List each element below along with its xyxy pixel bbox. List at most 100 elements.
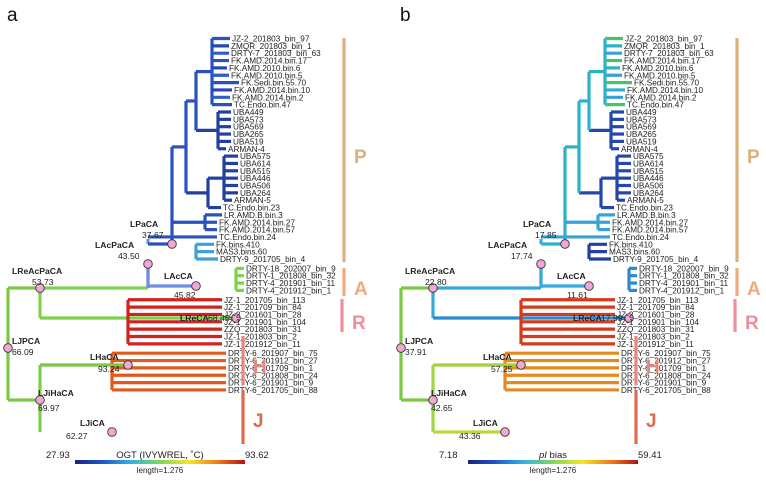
ancestor-node-value: 62.27 [66, 431, 88, 441]
leaf-label: FK.AMD.2010.bin.6 [229, 64, 301, 73]
ancestor-node-name: LPaCA [130, 219, 158, 229]
leaf-label: TC.Endo.bin.47 [234, 101, 291, 110]
leaf-label: JZ-1_201901_bin_104 [224, 318, 306, 327]
ancestor-node-value: 11.61 [567, 290, 588, 300]
leaf-label: UBA449 [626, 108, 657, 117]
ancestor-node-name: LReCA [573, 313, 602, 323]
leaf-label: DRTY-6_201907_bin_75 [621, 349, 711, 358]
clade-label: J [646, 411, 657, 432]
ancestor-node-value: 43.50 [118, 251, 140, 261]
leaf-label: FK.AMD.2014.bin.10 [234, 86, 310, 95]
leaf-label: ARMAN-4 [228, 145, 265, 154]
ancestor-node-value: 37.91 [405, 347, 427, 357]
ancestor-node-value: 69.97 [38, 403, 60, 413]
scale-max: 93.62 [245, 450, 269, 461]
leaf-label: FK.AMD.2010.bin.5 [624, 71, 696, 80]
leaf-label: TC.Endo.bin.23 [223, 204, 280, 213]
ancestor-node-value: 53.73 [32, 277, 54, 287]
ancestor-node-value: 57.25 [491, 364, 513, 374]
leaf-label: FK.AMD.2014.bin.2 [625, 93, 697, 102]
leaf-label: DRTY-4_201912_bin_1 [246, 286, 332, 295]
leaf-label: DRTY-6_201709_bin_1 [621, 364, 707, 373]
ancestor-node-name: LJiCA [473, 418, 498, 428]
ancestor-node-name: LHaCA [90, 352, 119, 362]
ancestor-node-name: LAcPaCA [95, 240, 134, 250]
leaf-label: DRTY-6_201901_bin_9 [228, 379, 314, 388]
scale-title: pI bias [538, 450, 567, 461]
leaf-label: JZ-1_201803_bin_2 [617, 333, 690, 342]
leaf-label: ARMAN-4 [621, 145, 658, 154]
leaf-label: FK.AMD.2014.bin.17 [231, 57, 307, 66]
leaf-label: FK.AMD.2010.bin.6 [622, 64, 694, 73]
leaf-label: UBA614 [240, 159, 271, 168]
ancestor-node-value: 37.67 [142, 230, 164, 240]
leaf-label: DRTY-4_201912_bin_1 [639, 286, 725, 295]
ancestor-node-marker [3, 343, 13, 353]
leaf-label: DRTY-18_202007_bin_9 [246, 264, 336, 273]
clade-label: P [354, 147, 367, 168]
leaf-label: ZZQ_201803_bin_31 [617, 325, 695, 334]
clade-label: J [253, 411, 264, 432]
ancestor-node-name: LHaCA [483, 352, 512, 362]
leaf-label: DRTY-18_202007_bin_9 [639, 264, 729, 273]
leaf-label: FK.AMD.2014.bin.17 [624, 57, 700, 66]
leaf-label: UBA573 [626, 115, 657, 124]
clade-label: R [352, 313, 366, 334]
leaf-label: DRTY-9_201705_bin_4 [220, 255, 306, 264]
leaf-label: TC.Endo.bin.47 [627, 101, 684, 110]
ancestor-node-name: LJPCA [12, 336, 40, 346]
ancestor-node-value: 43.36 [459, 431, 481, 441]
leaf-label: JZ-1_201705_bin_113 [617, 296, 699, 305]
panel-b: LPaCA17.85LAcPaCA17.74LReAcPaCA22.80LAcC… [396, 5, 761, 475]
leaf-label: DRTY-6_201808_bin_24 [228, 371, 318, 380]
ancestor-node-value: 68.45 [208, 313, 230, 323]
leaf-label: UBA446 [633, 174, 664, 183]
leaf-label: UBA449 [233, 108, 264, 117]
scale-min: 27.93 [46, 450, 70, 461]
leaf-label: TC.Endo.bin.24 [219, 233, 276, 242]
leaf-label: JZ-2_201803_bin_97 [232, 35, 310, 44]
ancestor-node-name: LReAcPaCA [405, 266, 455, 276]
leaf-label: DRTY-6_201705_bin_88 [621, 386, 711, 395]
ancestor-node-marker [123, 360, 133, 370]
ancestor-node-marker [428, 283, 438, 293]
ancestor-node-name: LAcPaCA [488, 240, 527, 250]
ancestor-node-marker [560, 239, 570, 249]
clade-label: A [354, 279, 368, 300]
leaf-label: JZ-1_201705_bin_113 [224, 296, 306, 305]
leaf-label: FK.AMD.2014.bin.2 [232, 93, 304, 102]
leaf-label: UBA515 [240, 167, 271, 176]
leaf-label: FK.AMD.2014.bin.27 [612, 218, 688, 227]
leaf-label: TC.Endo.bin.24 [612, 233, 669, 242]
clade-label: H [253, 357, 267, 378]
ancestor-node-marker [107, 427, 117, 437]
ancestor-node-marker [396, 343, 406, 353]
leaf-label: UBA264 [633, 189, 664, 198]
ancestor-node-marker [35, 395, 45, 405]
ancestor-node-name: LReAcPaCA [12, 266, 62, 276]
length-label: length=1.276 [530, 466, 577, 475]
leaf-label: UBA575 [240, 152, 271, 161]
clade-label: H [646, 357, 660, 378]
leaf-label: UBA506 [240, 182, 271, 191]
leaf-label: JZ-1_201901_bin_104 [617, 318, 699, 327]
leaf-label: FK.bins.410 [216, 240, 260, 249]
ancestor-node-marker [191, 281, 201, 291]
leaf-label: UBA575 [633, 152, 664, 161]
color-scale-bar [468, 460, 638, 464]
leaf-label: DRTY-1_201808_bin_32 [246, 272, 336, 281]
leaf-label: UBA614 [633, 159, 664, 168]
leaf-label: DRTY-6_201705_bin_88 [228, 386, 318, 395]
leaf-label: ZZQ_201803_bin_31 [224, 325, 302, 334]
leaf-label: ZMQR_201803_bin_1 [231, 42, 312, 51]
leaf-label: DRTY-7_201803_bin_63 [231, 49, 321, 58]
ancestor-node-marker [624, 313, 634, 323]
ancestor-node-marker [143, 259, 153, 269]
leaf-label: UBA515 [633, 167, 664, 176]
leaf-label: DRTY-4_201901_bin_11 [639, 279, 729, 288]
length-label: length=1.276 [137, 466, 184, 475]
leaf-label: ARMAN-5 [234, 196, 271, 205]
scale-title: OGT (IVYWREL, ˚C) [116, 450, 203, 461]
leaf-label: UBA519 [626, 137, 657, 146]
